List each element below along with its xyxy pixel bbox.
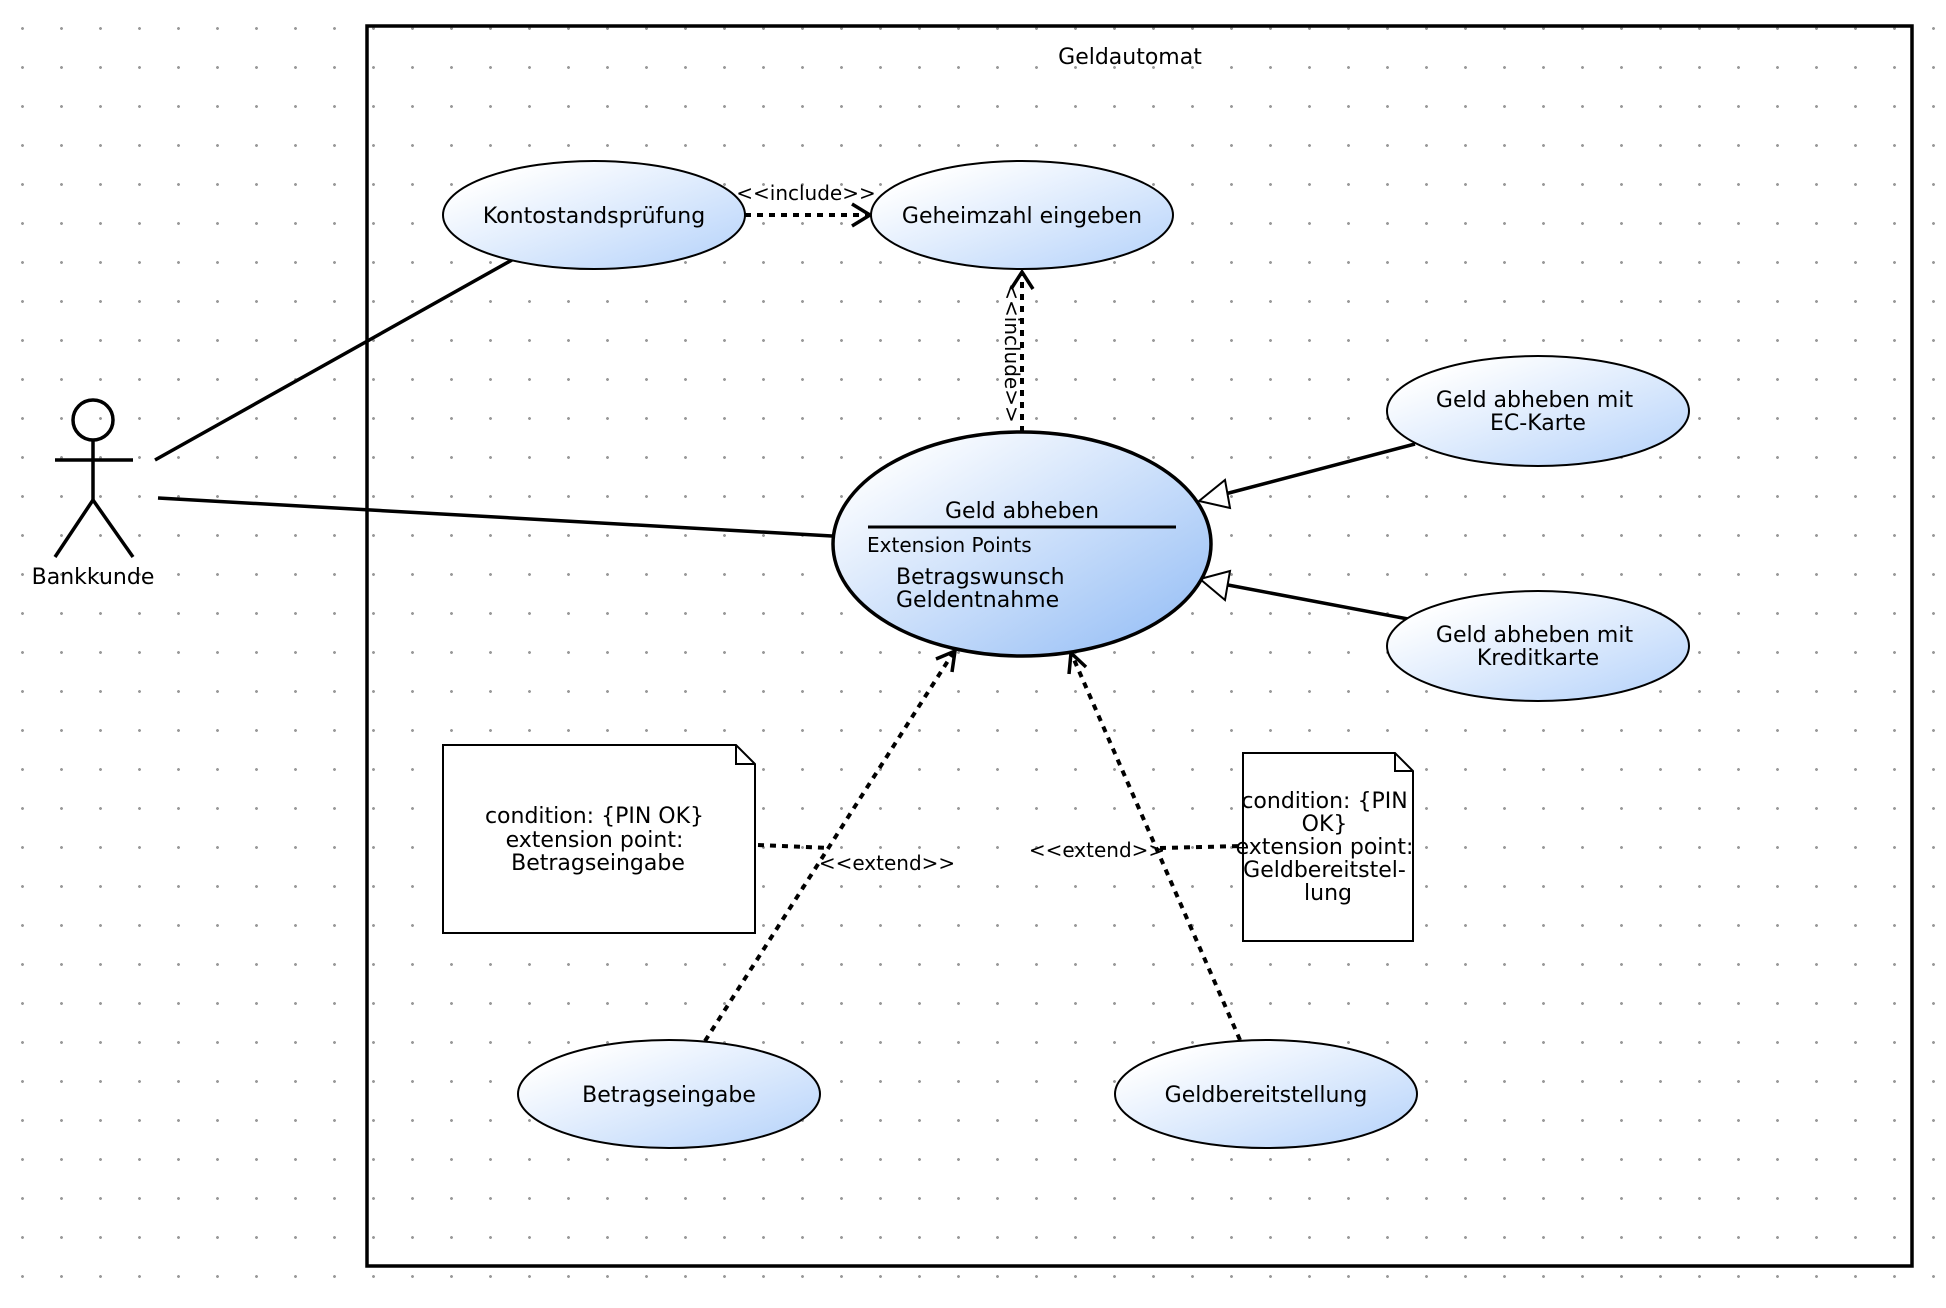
note-right-line: Geldbereitstel- <box>1243 858 1406 883</box>
svg-text:condition: {PIN OK}: condition: {PIN OK} extension point: Gel… <box>1236 789 1421 906</box>
use-case-label: Geld abheben mit <box>1436 623 1634 648</box>
note-left-line: extension point: <box>506 828 684 853</box>
svg-text:Kontostandsprüfung: Kontostandsprüfung <box>483 204 705 229</box>
extension-point: Geldentnahme <box>896 588 1059 613</box>
note-right-line: condition: {PIN <box>1241 789 1407 814</box>
extend-label-left: <<extend>> <box>819 851 955 875</box>
actor-bankkunde[interactable] <box>53 398 135 559</box>
note-anchor-right <box>1159 844 1244 850</box>
svg-text:condition: {PIN OK} exte: condition: {PIN OK} extension point: Bet… <box>485 804 711 876</box>
svg-text:Geld abheben mit Kreditk: Geld abheben mit Kreditkarte <box>1436 623 1640 671</box>
use-case-geld-abheben[interactable]: Geld abheben Extension Points Betragswun… <box>831 430 1213 658</box>
include-label-vertical: <<include>> <box>1000 283 1024 423</box>
use-case-geld-abheben-ec-karte[interactable]: Geld abheben mit EC-Karte <box>1386 355 1690 467</box>
include-label-top: <<include>> <box>736 181 876 205</box>
extend-label-right: <<extend>> <box>1029 838 1165 862</box>
use-case-label: Geldbereitstellung <box>1165 1083 1368 1108</box>
note-left[interactable]: condition: {PIN OK} extension point: Bet… <box>442 744 756 934</box>
svg-text:Geldbereitstellung: Geldbereitstellung <box>1165 1083 1368 1108</box>
use-case-label: Betragseingabe <box>582 1083 756 1108</box>
association-actor-kontostand[interactable] <box>154 258 513 462</box>
actor-name: Bankkunde <box>32 565 155 590</box>
note-right[interactable]: condition: {PIN OK} extension point: Gel… <box>1236 752 1421 942</box>
use-case-geheimzahl-eingeben[interactable]: Geheimzahl eingeben <box>870 160 1174 270</box>
use-case-kontostandspruefung[interactable]: Kontostandsprüfung <box>442 160 746 270</box>
note-left-line: Betragseingabe <box>511 851 685 876</box>
generalization-kreditkarte[interactable] <box>1227 583 1409 621</box>
note-anchor-left <box>757 843 831 850</box>
generalization-ec-karte[interactable] <box>1224 442 1416 496</box>
extend-line-left[interactable] <box>703 651 955 1043</box>
use-case-label: EC-Karte <box>1490 411 1586 436</box>
use-case-geldbereitstellung[interactable]: Geldbereitstellung <box>1114 1039 1418 1149</box>
use-case-label: Geheimzahl eingeben <box>902 204 1142 229</box>
association-actor-geld-abheben[interactable] <box>157 496 833 538</box>
system-name: Geldautomat <box>1058 45 1202 70</box>
use-case-label: Kontostandsprüfung <box>483 204 705 229</box>
svg-text:Geld abheben mit EC-Kart: Geld abheben mit EC-Karte <box>1436 388 1640 436</box>
extension-points-header: Extension Points <box>867 533 1032 557</box>
use-case-betragseingabe[interactable]: Betragseingabe <box>517 1039 821 1149</box>
main-use-case-title: Geld abheben <box>945 499 1099 524</box>
extension-point: Betragswunsch <box>896 565 1065 590</box>
arrowhead-open <box>1009 268 1035 290</box>
arrowhead-triangle <box>1196 478 1232 510</box>
use-case-geld-abheben-kreditkarte[interactable]: Geld abheben mit Kreditkarte <box>1386 590 1690 702</box>
arrowhead-open <box>935 648 958 673</box>
note-right-line: extension point: <box>1236 835 1414 860</box>
use-case-label: Geld abheben mit <box>1436 388 1634 413</box>
arrowhead-triangle <box>1197 569 1232 602</box>
note-left-line: condition: {PIN OK} <box>485 804 704 829</box>
svg-text:Betragseingabe: Betragseingabe <box>582 1083 756 1108</box>
use-case-label: Kreditkarte <box>1477 646 1599 671</box>
note-right-line: lung <box>1304 881 1352 906</box>
extend-line-right[interactable] <box>1070 654 1242 1041</box>
system-boundary[interactable] <box>365 24 1914 1268</box>
svg-text:Geheimzahl eingeben: Geheimzahl eingeben <box>902 204 1142 229</box>
svg-text:Betragswunsch Geldentnah: Betragswunsch Geldentnahme <box>896 565 1072 613</box>
note-right-line: OK} <box>1302 812 1348 837</box>
